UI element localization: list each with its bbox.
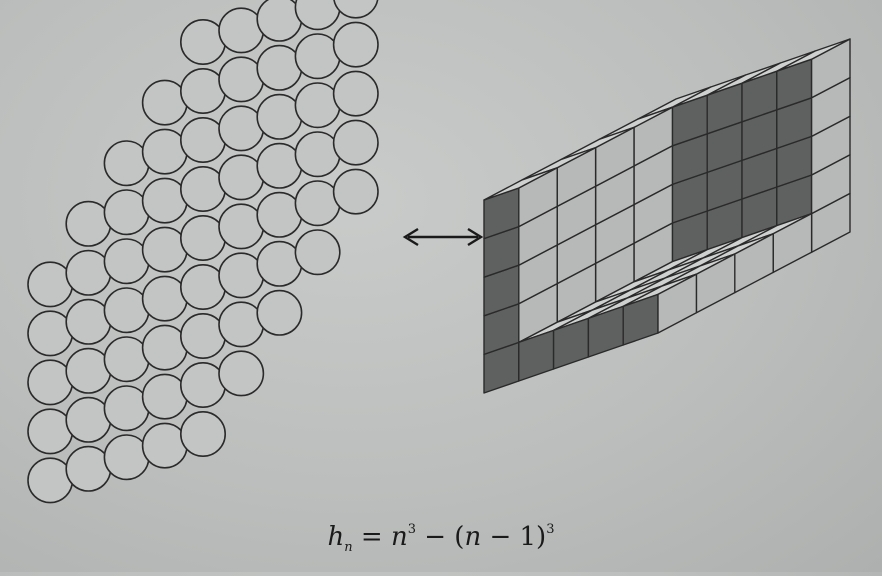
top-rim-cell	[483, 167, 558, 201]
packing-circle	[256, 44, 303, 91]
packing-circle	[218, 350, 265, 397]
packing-circle	[332, 21, 379, 68]
formula-n: n	[390, 522, 408, 552]
formula: hn = n3 − (n − 1)3	[0, 522, 882, 555]
packing-circle	[256, 93, 303, 140]
double-arrow	[402, 227, 484, 247]
packing-circle	[294, 0, 341, 31]
packing-circle	[103, 140, 150, 187]
packing-circle	[256, 142, 303, 189]
packing-circle	[103, 189, 150, 236]
formula-minus: − (	[415, 522, 465, 552]
hexagonal-circle-packing	[27, 0, 379, 504]
packing-circle	[294, 229, 341, 276]
outer-face-cell	[657, 273, 698, 334]
packing-circle	[333, 0, 379, 19]
packing-circle	[103, 287, 150, 334]
formula-subscript-n: n	[344, 540, 353, 555]
packing-circle	[256, 240, 303, 287]
formula-h: h	[327, 522, 345, 552]
formula-minus-one: − 1)	[481, 522, 547, 552]
packing-circle	[103, 336, 150, 383]
formula-equals: =	[352, 522, 391, 552]
packing-circle	[256, 191, 303, 238]
hollowed-cube	[483, 38, 851, 394]
formula-n-2: n	[464, 522, 482, 552]
top-rim-cell	[776, 38, 851, 72]
packing-circle	[103, 434, 150, 481]
formula-exponent-1: 3	[407, 522, 416, 537]
packing-circle	[180, 410, 227, 457]
formula-exponent-2: 3	[546, 522, 555, 537]
packing-circle	[332, 119, 379, 166]
packing-circle	[332, 168, 379, 215]
packing-circle	[103, 385, 150, 432]
packing-circle	[332, 70, 379, 117]
packing-circle	[256, 289, 303, 336]
